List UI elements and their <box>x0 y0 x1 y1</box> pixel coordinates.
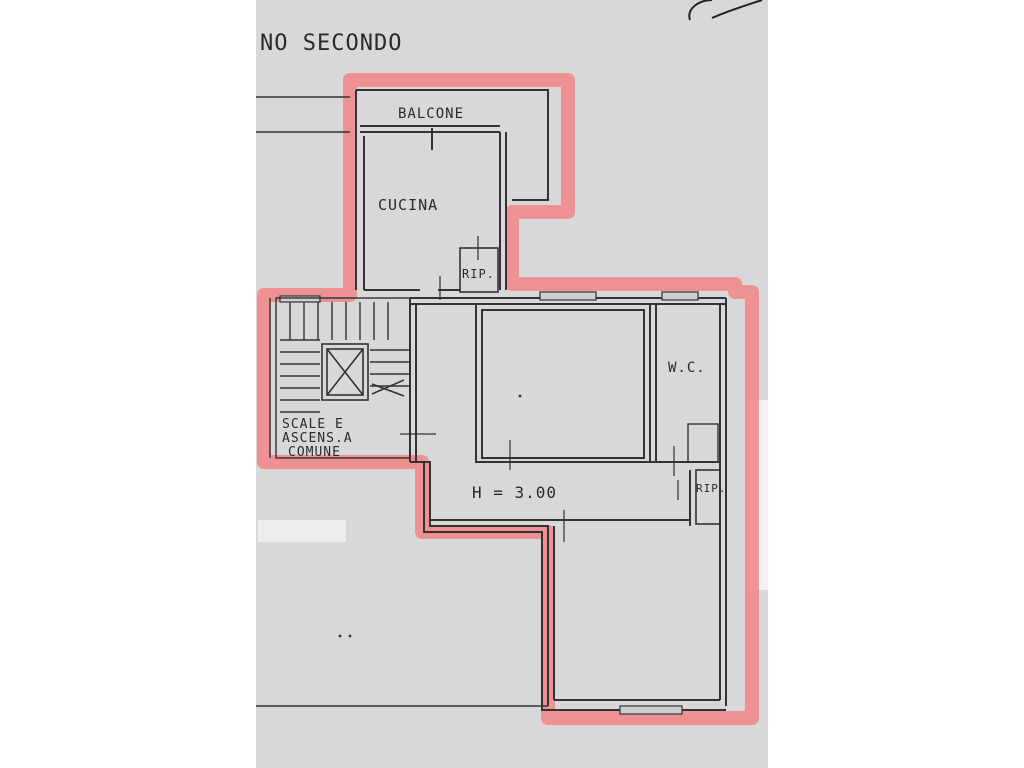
stairs-label-line3: COMUNE <box>288 445 341 460</box>
apartment-outline-highlight <box>257 73 759 725</box>
floor-title: NO SECONDO <box>260 31 402 56</box>
stairs-label-line2: ASCENS.A <box>282 431 353 446</box>
windows <box>279 291 699 715</box>
paper-smudge <box>258 520 346 542</box>
stairwell <box>269 297 411 459</box>
elevator-shaft <box>321 343 405 401</box>
kitchen-label: CUCINA <box>378 196 438 214</box>
wc-label: W.C. <box>668 360 706 376</box>
balcony-label: BALCONE <box>398 106 464 122</box>
storage-box-wc <box>695 469 721 525</box>
plan-dot <box>348 634 352 638</box>
plan-dot <box>338 634 342 638</box>
paper-sheet <box>256 0 768 768</box>
storage-label-wc: RIP. <box>696 482 727 495</box>
storage-label-kitchen: RIP. <box>462 267 495 281</box>
pen-stroke-mark <box>688 0 763 21</box>
storage-box-kitchen <box>459 247 499 293</box>
neighbour-walls <box>256 96 548 707</box>
balcony-walls <box>355 89 549 290</box>
plan-dot <box>518 394 522 398</box>
central-room-walls <box>430 303 720 526</box>
wc-fixture <box>687 423 719 463</box>
stairs-label-line1: SCALE E <box>282 417 344 432</box>
door-marks <box>400 276 679 542</box>
kitchen-walls <box>363 132 507 291</box>
ceiling-height-label: H = 3.00 <box>472 483 557 502</box>
